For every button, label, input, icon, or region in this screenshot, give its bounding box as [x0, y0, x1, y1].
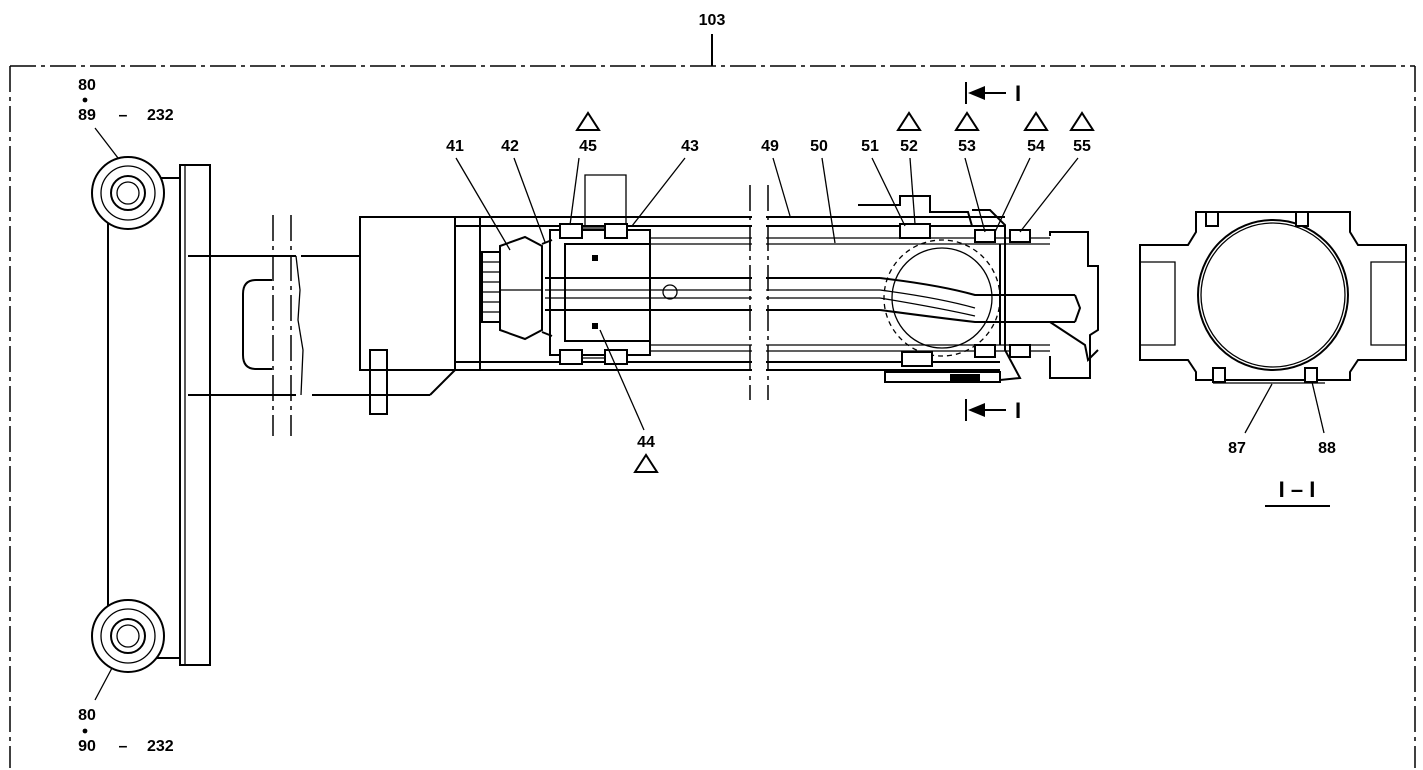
callout-51: 51	[861, 138, 879, 155]
bushing-top	[91, 156, 165, 230]
leader-87	[1244, 383, 1273, 434]
delta-54	[1023, 111, 1049, 131]
mount-bottom-hardware: 90	[78, 738, 96, 755]
callout-45: 45	[579, 138, 597, 155]
callout-44: 44	[637, 434, 655, 451]
mount-top-hardware: 89	[78, 107, 96, 124]
rod-end	[1049, 231, 1099, 379]
delta-52	[896, 111, 922, 131]
mount-bottom-suffix: 232	[147, 738, 174, 755]
assembly-boundary	[9, 34, 1416, 768]
trunnion-circle	[883, 239, 1001, 357]
mount-top-suffix: 232	[147, 107, 174, 124]
callout-52: 52	[900, 138, 918, 155]
mount-top-part: 80	[78, 77, 96, 94]
leader-88	[1311, 381, 1325, 434]
callout-88: 88	[1318, 440, 1336, 457]
callout-42: 42	[501, 138, 519, 155]
port-stub	[369, 349, 388, 415]
cylinder-head	[359, 216, 481, 371]
callout-54: 54	[1027, 138, 1045, 155]
delta-55	[1069, 111, 1095, 131]
section-title: I – I	[1279, 477, 1316, 502]
mount-bottom-label: 80 90 – 232	[78, 707, 174, 755]
piston-nut	[481, 235, 553, 341]
callout-53: 53	[958, 138, 976, 155]
callout-55: 55	[1073, 138, 1091, 155]
leader-mount-bottom	[94, 667, 113, 701]
mount-top-label: 80 89 – 232	[78, 77, 174, 124]
callout-41: 41	[446, 138, 464, 155]
section-marker-top-letter: I	[1015, 81, 1021, 106]
section-marker-bottom-letter: I	[1015, 398, 1021, 423]
callout-49: 49	[761, 138, 779, 155]
section-marker-top: I	[965, 81, 1021, 106]
gland-housing	[858, 195, 1031, 383]
leader-mount-top	[94, 127, 119, 159]
delta-53	[954, 111, 980, 131]
mount-bottom-dash: –	[119, 738, 128, 755]
connecting-arm	[188, 215, 456, 436]
mount-top-dot	[82, 97, 88, 103]
mounting-bracket	[107, 164, 211, 666]
section-marker-bottom: I	[965, 398, 1021, 423]
bushing-bottom	[91, 599, 165, 673]
mount-bottom-part: 80	[78, 707, 96, 724]
callout-50: 50	[810, 138, 828, 155]
mount-bottom-dot	[82, 728, 88, 734]
delta-44	[633, 453, 659, 473]
section-view	[1139, 211, 1407, 384]
callout-43: 43	[681, 138, 699, 155]
assembly-number-label: 103	[699, 12, 726, 29]
piston	[549, 223, 651, 365]
piston-rod	[545, 277, 1050, 323]
delta-45	[575, 111, 601, 131]
barrel-break	[749, 185, 769, 400]
mount-top-dash: –	[119, 107, 128, 124]
callout-87: 87	[1228, 440, 1246, 457]
callouts-main: 41 42 45 43 49 50 51 52 53 54 55 44	[446, 111, 1095, 473]
